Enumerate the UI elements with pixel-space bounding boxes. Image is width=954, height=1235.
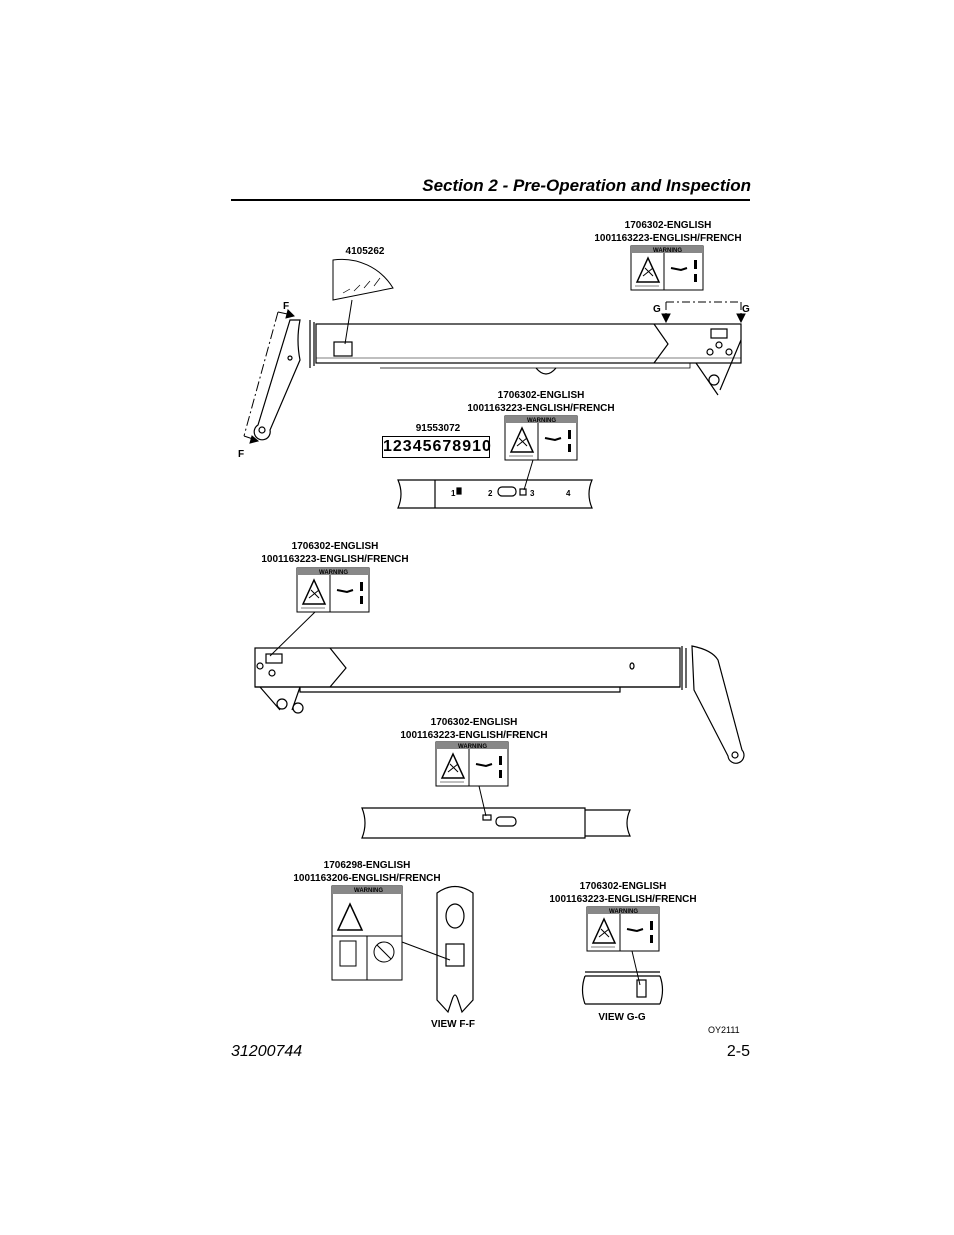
warning-text: WARNING [609, 909, 638, 915]
lower-boom [254, 645, 745, 764]
upper-boom [253, 319, 742, 441]
view-gg-drawing [581, 971, 664, 1005]
section-g-left: G [653, 304, 661, 315]
warning-text: WARNING [354, 888, 383, 894]
view-ff-label: VIEW F-F [431, 1019, 475, 1030]
page-number: 2-5 [726, 1043, 750, 1060]
warning-text: WARNING [653, 248, 682, 254]
section-f-top: F [283, 301, 290, 312]
doc-number: 31200744 [231, 1043, 303, 1060]
view-ff-drawing [436, 885, 474, 1014]
svg-text:4: 4 [566, 489, 571, 498]
lower-fly-section [361, 807, 631, 839]
boom-mark-1: 1 [451, 489, 456, 498]
section-f-bottom: F [238, 449, 245, 460]
warning-decal-left: WARNING [296, 567, 370, 613]
svg-text:2: 2 [488, 489, 493, 498]
warning-text: WARNING [319, 570, 348, 576]
warning-decal-lower: WARNING [435, 741, 509, 787]
section-g-right: G [742, 304, 750, 315]
warning-text: WARNING [458, 744, 487, 750]
fly-section: 2 3 4 [397, 479, 593, 509]
angle-decal-label: 4105262 [345, 246, 385, 257]
figure-id: OY2111 [708, 1025, 740, 1035]
warning-decal-top-right: WARNING [630, 245, 704, 291]
warning-text: WARNING [527, 418, 556, 424]
svg-text:3: 3 [530, 489, 535, 498]
view-gg-label: VIEW G-G [598, 1012, 646, 1023]
warning-decal-gg: WARNING [586, 906, 660, 952]
warning-decal-mid: WARNING [504, 415, 578, 461]
number-decal-label: 91553072 [415, 423, 461, 434]
header-rule [231, 199, 750, 201]
number-strip-decal: 12345678910 [382, 436, 491, 458]
page-title: Section 2 - Pre-Operation and Inspection [422, 176, 751, 195]
warning-decal-ff: WARNING [331, 885, 403, 981]
